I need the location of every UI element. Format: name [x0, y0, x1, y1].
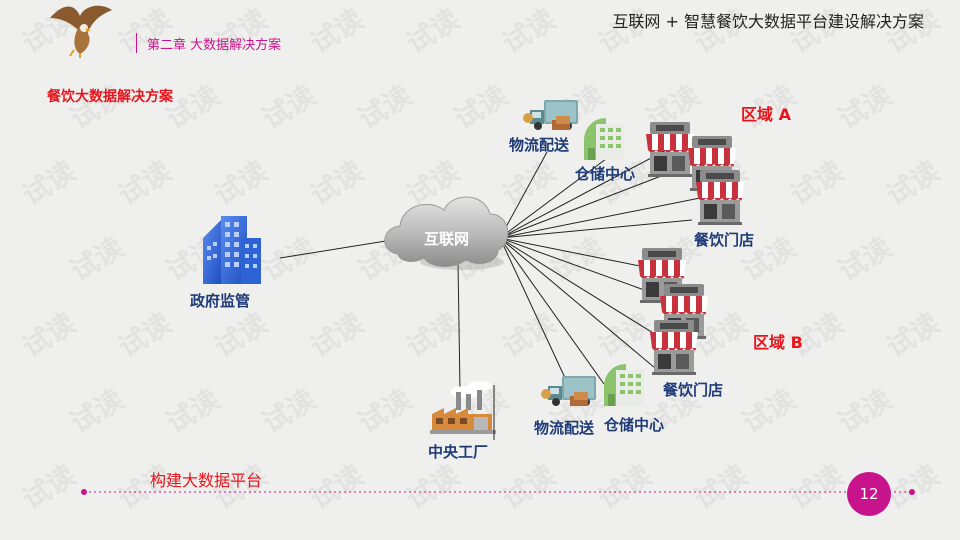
warehouse-icon	[584, 118, 624, 160]
footer-divider	[81, 489, 915, 495]
restaurant-store-icon	[650, 320, 698, 375]
restaurant-store-icon	[646, 122, 694, 177]
region-b-label: 区域 B	[753, 333, 803, 352]
government-building-icon	[203, 216, 261, 284]
page-title: 互联网 + 智慧餐饮大数据平台建设解决方案	[612, 12, 924, 31]
footer-text: 构建大数据平台	[150, 471, 263, 490]
region-a-restaurants-label: 餐饮门店	[694, 231, 755, 249]
region-b-restaurants-label: 餐饮门店	[663, 381, 724, 399]
factory-label: 中央工厂	[428, 443, 489, 461]
truck-icon	[541, 376, 596, 406]
region-b-logistics-label: 物流配送	[534, 419, 595, 437]
cloud-icon	[384, 196, 509, 270]
government-label: 政府监管	[190, 292, 251, 310]
warehouse-icon	[604, 364, 644, 406]
section-title: 餐饮大数据解决方案	[47, 89, 173, 105]
page-number: 12	[847, 472, 891, 516]
region-a-label: 区域 A	[741, 105, 791, 124]
restaurant-store-icon	[696, 170, 744, 225]
chapter-label: 第二章 大数据解决方案	[147, 38, 282, 53]
region-a-warehouse-label: 仓储中心	[575, 165, 636, 183]
eagle-logo-icon	[44, 0, 116, 62]
factory-icon	[430, 381, 496, 434]
connection-lines	[279, 147, 716, 391]
cloud-label: 互联网	[424, 230, 469, 248]
truck-icon	[523, 100, 578, 130]
region-a-logistics-label: 物流配送	[509, 136, 570, 154]
chapter-divider	[136, 33, 137, 53]
region-b-warehouse-label: 仓储中心	[604, 416, 665, 434]
